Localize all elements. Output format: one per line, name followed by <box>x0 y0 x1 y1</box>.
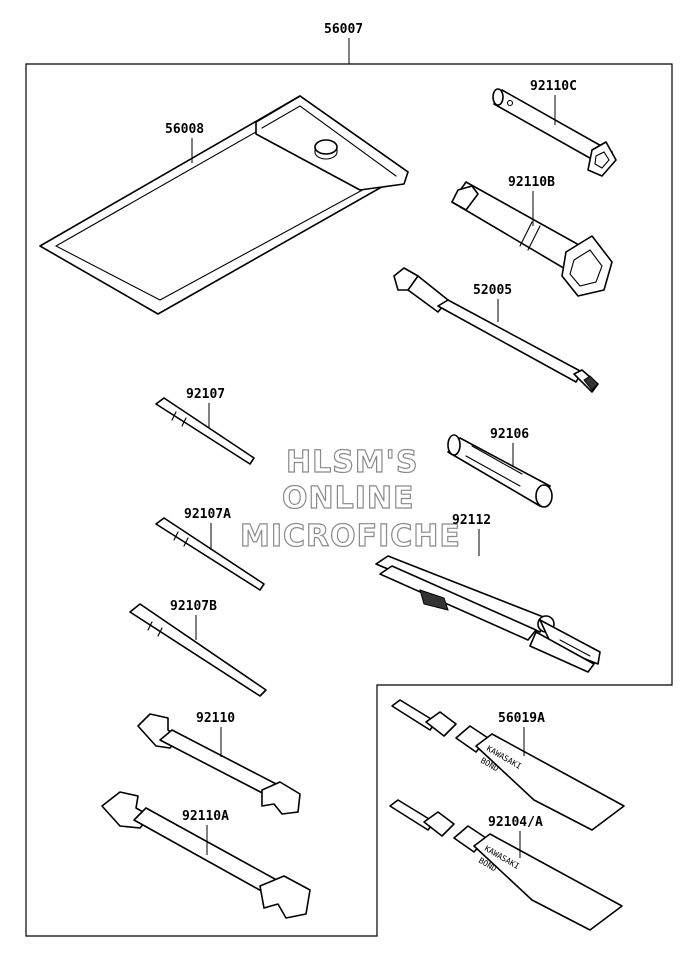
label-92107: 92107 <box>186 387 225 402</box>
bit-92107b <box>129 603 267 697</box>
label-92107b: 92107B <box>170 599 217 614</box>
label-92110c: 92110C <box>530 79 577 94</box>
label-92110a: 92110A <box>182 809 229 824</box>
bit-92107 <box>155 397 255 465</box>
label-56019a: 56019A <box>498 711 545 726</box>
label-92110: 92110 <box>196 711 235 726</box>
bit-92107a <box>155 517 265 591</box>
label-92104a: 92104/A <box>488 815 543 830</box>
bond-tube-56019a: KAWASAKI BOND <box>391 699 625 831</box>
label-92106: 92106 <box>490 427 529 442</box>
kit-frame <box>25 63 673 937</box>
box-wrench-92110b <box>451 181 613 297</box>
label-92107a: 92107A <box>184 507 231 522</box>
adapter-92106 <box>447 434 553 508</box>
label-52005: 52005 <box>473 283 512 298</box>
tool-bag <box>39 95 409 315</box>
label-56007: 56007 <box>324 22 363 37</box>
watermark-line-1: HLSM'S <box>286 445 418 480</box>
box-wrench-92110c <box>492 88 617 177</box>
wrench-92110 <box>137 713 301 815</box>
label-92110b: 92110B <box>508 175 555 190</box>
label-92112: 92112 <box>452 513 491 528</box>
watermark: HLSM'S ONLINE MICROFICHE <box>239 444 461 554</box>
bond-tube-92104a: KAWASAKI BOND <box>389 799 623 931</box>
wrench-92110a <box>101 791 311 919</box>
watermark-line-3: MICROFICHE <box>240 519 461 554</box>
watermark-line-2: ONLINE <box>282 481 415 516</box>
pliers-92112 <box>375 555 601 673</box>
screwdriver-handle-52005 <box>393 267 599 393</box>
label-56008: 56008 <box>165 122 204 137</box>
